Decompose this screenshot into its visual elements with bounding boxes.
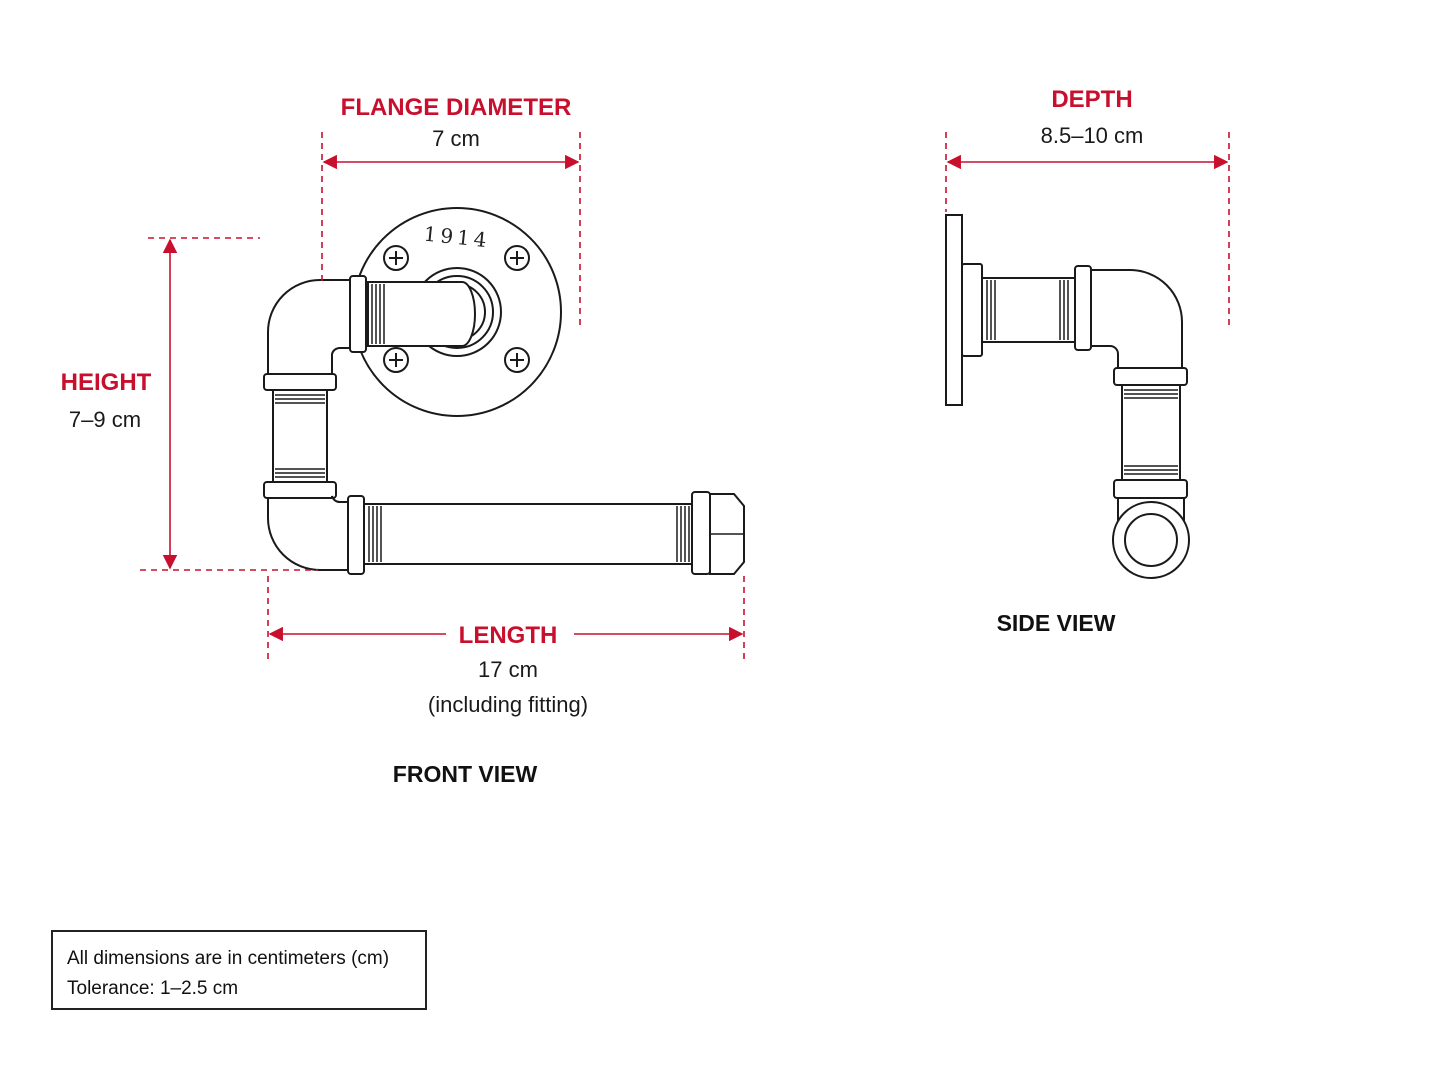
screw-icon xyxy=(504,245,530,271)
upper-nipple xyxy=(367,281,476,347)
roll-bar-threads xyxy=(368,506,690,562)
vertical-nipple-threads xyxy=(275,394,325,478)
side-flange-plate xyxy=(945,214,963,406)
screw-icon xyxy=(504,347,530,373)
side-elbow-band xyxy=(1074,265,1092,351)
upper-nipple-threads xyxy=(371,284,385,344)
height-label: HEIGHT xyxy=(61,369,152,396)
side-view-drawing xyxy=(945,214,1190,579)
side-nipple-threads xyxy=(986,280,1069,340)
side-vertical-nipple xyxy=(1121,384,1181,482)
lower-elbow-band xyxy=(263,481,337,499)
side-view-title: SIDE VIEW xyxy=(997,610,1116,636)
length-dimension xyxy=(267,576,745,662)
depth-dimension xyxy=(945,132,1230,325)
upper-elbow-band xyxy=(263,373,337,391)
depth-value: 8.5–10 cm xyxy=(1041,123,1144,148)
length-label: LENGTH xyxy=(459,622,558,649)
lower-elbow-band xyxy=(347,495,365,575)
flange-diameter-dimension xyxy=(321,132,581,325)
front-view-title: FRONT VIEW xyxy=(393,761,538,787)
front-view-drawing xyxy=(263,207,745,575)
dimension-notes-box: All dimensions are in centimeters (cm) T… xyxy=(51,930,427,1010)
flange-diameter-value: 7 cm xyxy=(432,126,480,151)
notes-tolerance: Tolerance: 1–2.5 cm xyxy=(67,978,239,999)
lower-elbow xyxy=(267,495,353,571)
end-cap-band xyxy=(691,491,711,575)
roll-bar xyxy=(363,503,695,565)
side-flange-collar xyxy=(961,263,983,357)
depth-label: DEPTH xyxy=(1051,86,1132,113)
side-roll-bar-bore xyxy=(1124,513,1178,567)
notes-units: All dimensions are in centimeters (cm) xyxy=(67,948,390,969)
height-dimension xyxy=(140,237,318,571)
screw-icon xyxy=(383,347,409,373)
length-value: 17 cm xyxy=(478,657,538,682)
side-elbow-band xyxy=(1113,367,1188,386)
length-note: (including fitting) xyxy=(428,692,588,717)
upper-elbow xyxy=(267,279,353,377)
side-elbow xyxy=(1089,269,1183,371)
side-vertical-nipple-threads xyxy=(1124,389,1178,475)
height-value: 7–9 cm xyxy=(69,407,141,432)
side-nipple xyxy=(981,277,1077,343)
screw-icon xyxy=(383,245,409,271)
upper-elbow-band xyxy=(349,275,367,353)
flange-diameter-label: FLANGE DIAMETER xyxy=(341,94,572,121)
vertical-nipple xyxy=(272,389,328,485)
side-lower-band xyxy=(1113,479,1188,499)
